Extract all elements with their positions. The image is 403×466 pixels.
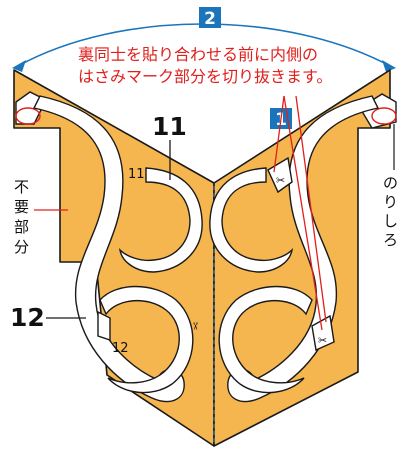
svg-text:2: 2 (204, 9, 216, 29)
svg-text:り: り (383, 193, 398, 211)
scissors-icon: ✂ (318, 334, 327, 347)
svg-text:分: 分 (14, 238, 29, 256)
piece-label-11: 11 (128, 167, 145, 182)
svg-text:部: 部 (14, 218, 29, 236)
scissors-icon: ✂ (276, 174, 285, 187)
paper-piece (13, 69, 391, 447)
svg-text:ろ: ろ (383, 231, 398, 249)
svg-text:不: 不 (14, 178, 29, 196)
scissors-icon: ✂ (189, 322, 200, 330)
part-number-11: 11 (152, 112, 187, 141)
svg-text:要: 要 (14, 198, 29, 216)
instruction-line-2: はさみマーク部分を切り抜きます。 (78, 67, 332, 86)
svg-text:の: の (383, 174, 398, 192)
right-swirl-cutouts (209, 95, 380, 403)
part-number-12: 12 (10, 303, 45, 332)
step-1-leaders (273, 95, 327, 331)
svg-text:し: し (383, 212, 398, 230)
unneeded-part-label: 不 要 部 分 (14, 178, 68, 256)
right-upper-cut-window (267, 156, 293, 194)
left-swirl-cutouts (32, 95, 203, 403)
right-lower-cut-window (311, 314, 335, 352)
glue-tab-label: の り し ろ (383, 124, 398, 249)
instruction-line-1: 裏同士を貼り合わせる前に内側の (78, 45, 318, 64)
piece-label-12: 12 (112, 341, 129, 356)
step-2-badge: 2 (199, 7, 221, 29)
